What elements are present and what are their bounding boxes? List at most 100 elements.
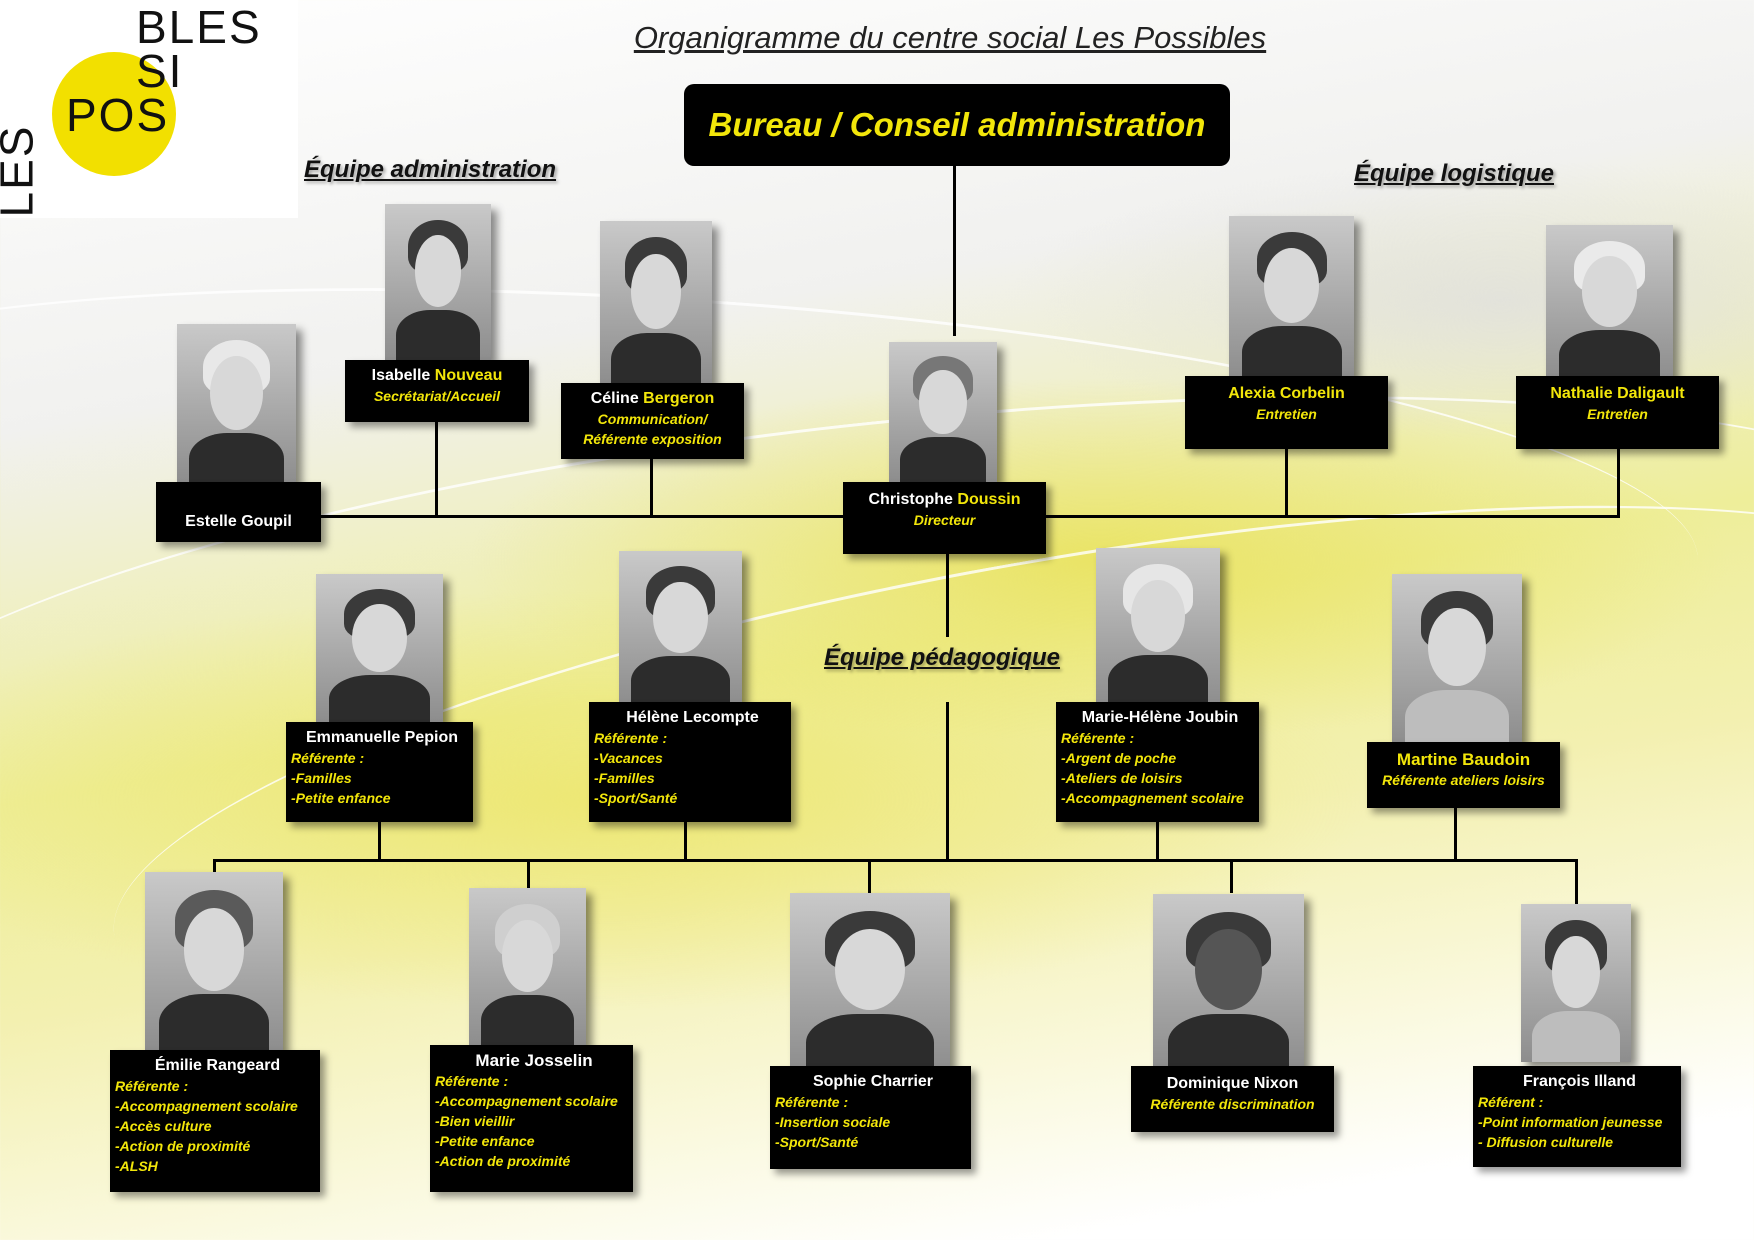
connector-bottom-horizontal [213, 859, 1578, 862]
role-emilie-4: -Action de proximité [115, 1138, 251, 1154]
role-francois-1: Référent : [1478, 1094, 1544, 1110]
photo-emmanuelle [316, 574, 443, 722]
role-dominique: Référente discrimination [1150, 1096, 1315, 1112]
card-francois: François Illand Référent : -Point inform… [1473, 1066, 1681, 1167]
connector-emmanuelle [378, 822, 381, 862]
connector-board-director [953, 166, 956, 336]
card-marie: Marie Josselin Référente : -Accompagneme… [430, 1045, 633, 1192]
card-dominique: Dominique Nixon Référente discrimination [1131, 1066, 1334, 1132]
name-emmanuelle: Emmanuelle Pepion [305, 729, 459, 746]
role-celine-2: Référente exposition [583, 431, 722, 447]
card-mariehelene: Marie-Hélène Joubin Référente : -Argent … [1056, 702, 1259, 822]
card-sophie: Sophie Charrier Référente : -Insertion s… [770, 1066, 971, 1169]
board-box: Bureau / Conseil administration [684, 84, 1230, 166]
photo-francois [1521, 904, 1631, 1062]
role-mariehelene-4: -Accompagnement scolaire [1061, 790, 1244, 806]
name-sophie: Sophie Charrier [812, 1073, 934, 1090]
photo-helene [619, 551, 742, 705]
card-helene: Hélène Lecompte Référente : -Vacances -F… [589, 702, 791, 822]
card-nathalie: Nathalie Daligault Entretien [1516, 376, 1719, 449]
role-helene-1: Référente : [594, 730, 668, 746]
role-celine-1: Communication/ [597, 411, 708, 427]
connector-pedago-down [946, 702, 949, 862]
name-francois: François Illand [1523, 1073, 1636, 1090]
connector-dominique [1230, 859, 1233, 893]
role-martine: Référente ateliers loisirs [1382, 772, 1545, 788]
photo-nathalie [1546, 225, 1673, 380]
role-marie-1: Référente : [435, 1073, 509, 1089]
card-celine: Céline Bergeron Communication/ Référente… [561, 383, 744, 459]
logo-text-bles: BLES [136, 1, 262, 53]
role-helene-4: -Sport/Santé [594, 790, 678, 806]
card-isabelle: Isabelle Nouveau Secrétariat/Accueil [345, 360, 529, 422]
name-nathalie: Nathalie Daligault [1550, 385, 1685, 402]
role-isabelle: Secrétariat/Accueil [373, 388, 501, 404]
name-helene: Hélène Lecompte [626, 709, 759, 726]
photo-mariehelene [1096, 548, 1220, 706]
connector-francois [1575, 859, 1578, 904]
name-marie: Marie Josselin [475, 1051, 593, 1070]
photo-martine [1392, 574, 1522, 744]
name-christophe-last: Doussin [957, 491, 1021, 508]
page-title: Organigramme du centre social Les Possib… [633, 20, 1267, 55]
role-sophie-3: -Sport/Santé [775, 1134, 859, 1150]
role-nathalie: Entretien [1587, 406, 1648, 422]
role-emmanuelle-3: -Petite enfance [291, 790, 391, 806]
logo-text-si: SI [136, 45, 184, 97]
photo-isabelle [385, 204, 491, 360]
role-emmanuelle-1: Référente : [291, 750, 365, 766]
connector-alexia [1285, 448, 1288, 517]
role-marie-5: -Action de proximité [435, 1153, 571, 1169]
connector-mariehelene [1156, 822, 1159, 862]
name-dominique: Dominique Nixon [1166, 1075, 1299, 1092]
card-alexia: Alexia Corbelin Entretien [1185, 376, 1388, 449]
team-admin-heading: Équipe administration [304, 156, 557, 183]
name-celine-last: Bergeron [643, 390, 715, 407]
role-marie-2: -Accompagnement scolaire [435, 1093, 618, 1109]
role-alexia: Entretien [1256, 406, 1317, 422]
card-emilie: Émilie Rangeard Référente : -Accompagnem… [110, 1050, 320, 1192]
card-estelle: Estelle Goupil [156, 482, 321, 542]
connector-marie [527, 859, 530, 893]
role-marie-3: -Bien vieillir [435, 1113, 515, 1129]
name-estelle: Estelle Goupil [185, 513, 292, 530]
photo-celine [600, 221, 712, 385]
name-alexia: Alexia Corbelin [1228, 385, 1345, 402]
connector-martine [1454, 808, 1457, 862]
role-francois-3: - Diffusion culturelle [1478, 1134, 1614, 1150]
role-emilie-1: Référente : [115, 1078, 189, 1094]
logo-text-pos: POS [66, 89, 170, 141]
card-christophe: Christophe Doussin Directeur [843, 482, 1046, 554]
logo: BLES SI POS LES [0, 0, 298, 218]
connector-isabelle [435, 422, 438, 517]
role-francois-2: -Point information jeunesse [1478, 1114, 1663, 1130]
role-emilie-5: -ALSH [115, 1158, 158, 1174]
role-helene-3: -Familles [594, 770, 655, 786]
photo-marie [469, 888, 586, 1046]
card-emmanuelle: Emmanuelle Pepion Référente : -Familles … [286, 722, 473, 822]
photo-emilie [145, 872, 283, 1052]
role-emmanuelle-2: -Familles [291, 770, 352, 786]
role-mariehelene-3: -Ateliers de loisirs [1061, 770, 1183, 786]
team-pedagogique-heading: Équipe pédagogique [824, 644, 1061, 671]
name-isabelle-first: Isabelle [371, 367, 431, 384]
name-christophe-first: Christophe [868, 491, 953, 508]
name-emilie: Émilie Rangeard [154, 1057, 281, 1074]
logo-circle [52, 52, 176, 176]
card-martine: Martine Baudoin Référente ateliers loisi… [1367, 742, 1560, 808]
role-helene-2: -Vacances [594, 750, 663, 766]
role-christophe: Directeur [913, 512, 976, 528]
connector-celine [650, 458, 653, 517]
connector-director-down [946, 552, 949, 637]
role-sophie-1: Référente : [775, 1094, 849, 1110]
connector-nathalie [1617, 448, 1620, 517]
photo-sophie [790, 893, 950, 1071]
name-isabelle-last: Nouveau [434, 367, 503, 384]
photo-estelle [177, 324, 296, 484]
photo-alexia [1229, 216, 1354, 378]
name-mariehelene: Marie-Hélène Joubin [1081, 709, 1239, 726]
connector-helene [684, 822, 687, 862]
role-emilie-2: -Accompagnement scolaire [115, 1098, 298, 1114]
name-celine-first: Céline [590, 390, 639, 407]
role-sophie-2: -Insertion sociale [775, 1114, 891, 1130]
